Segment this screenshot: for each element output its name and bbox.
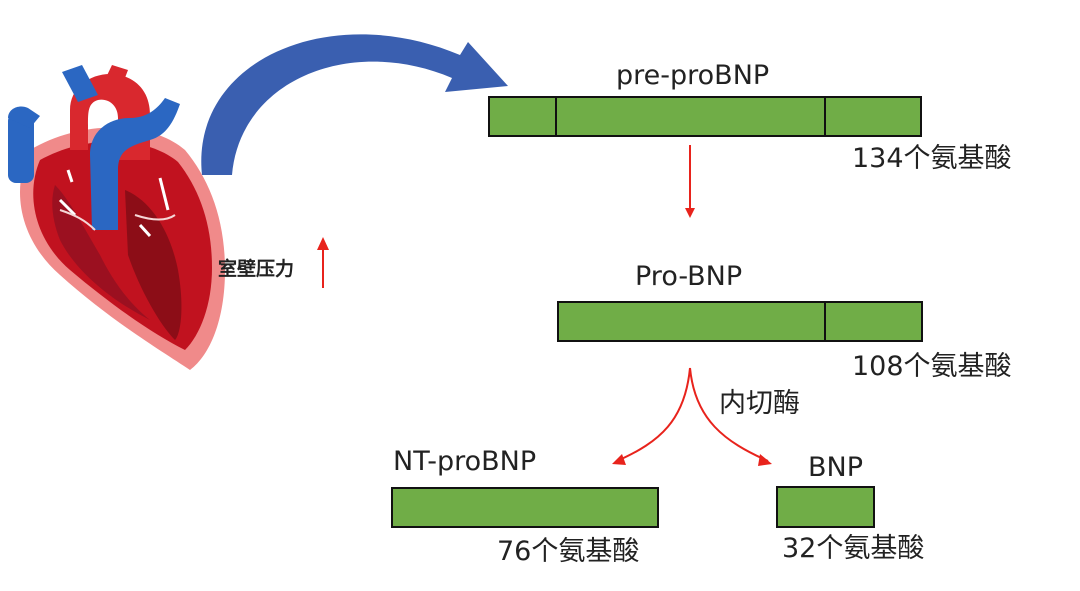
secretion-arrow	[201, 34, 508, 175]
nt-probnp-bar	[391, 487, 659, 528]
pro-bnp-count: 108个氨基酸	[852, 351, 1012, 382]
pre-probnp-count: 134个氨基酸	[852, 143, 1012, 174]
pre-probnp-title: pre-proBNP	[616, 60, 770, 91]
pressure-increase-arrow	[317, 237, 329, 288]
heart-left-ventricle	[125, 190, 182, 340]
enzyme-label: 内切酶	[719, 388, 800, 419]
bnp-count: 32个氨基酸	[782, 533, 925, 564]
heart-pulmonary-artery	[90, 98, 180, 230]
cleavage-arrow-left	[616, 367, 691, 462]
heart-illustration	[8, 65, 225, 370]
pro-bnp-bar	[557, 301, 923, 342]
cleavage-arrow-right	[689, 367, 769, 462]
nt-probnp-count: 76个氨基酸	[497, 536, 640, 567]
heart-right-ventricle	[52, 185, 151, 320]
wall-pressure-label: 室壁压力	[218, 258, 295, 280]
heart-vena-cava	[8, 113, 34, 183]
heart-pulmonary-vessel	[62, 65, 98, 102]
bnp-title: BNP	[808, 452, 864, 483]
pre-probnp-bar	[488, 96, 922, 137]
cleavage-arrows	[612, 367, 772, 466]
nt-probnp-title: NT-proBNP	[393, 446, 537, 477]
processing-arrow	[685, 145, 695, 218]
pro-bnp-title: Pro-BNP	[635, 261, 743, 292]
bnp-bar	[776, 486, 875, 528]
